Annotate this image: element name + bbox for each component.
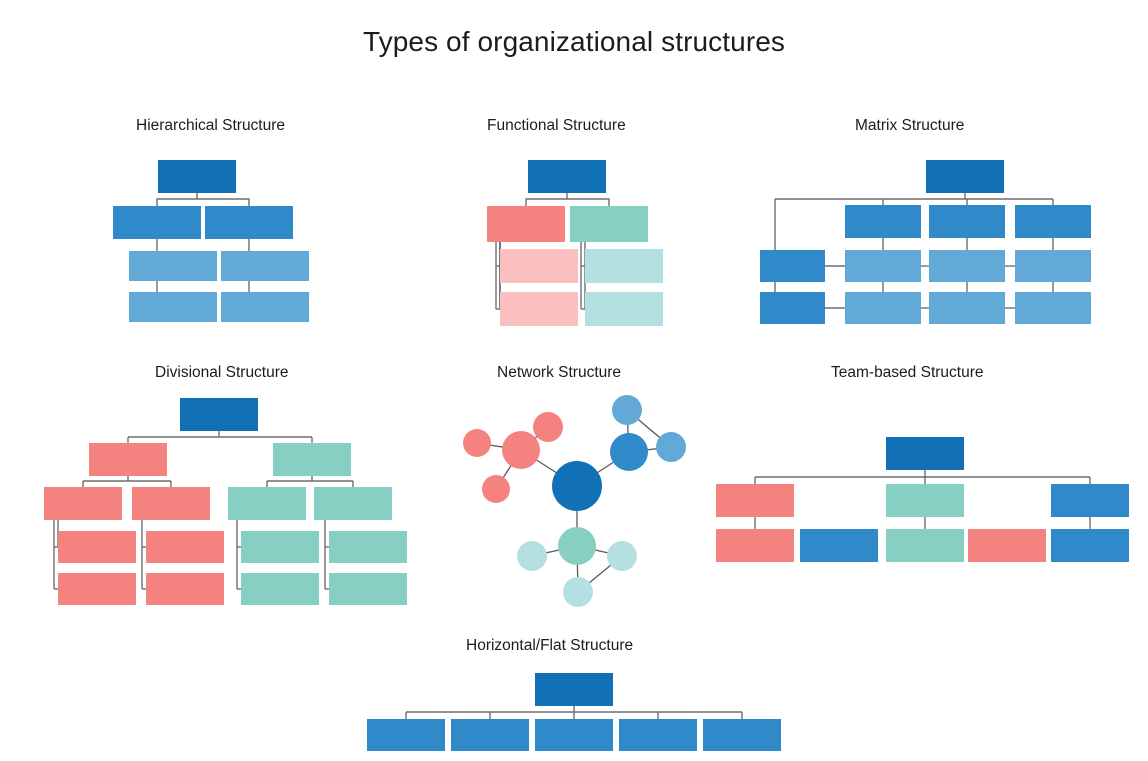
functional-node-l2-b2	[585, 292, 663, 326]
team-based-node-team-b	[886, 484, 964, 517]
section-title-team-based: Team-based Structure	[831, 364, 984, 381]
matrix-node-cell-21	[845, 292, 921, 324]
section-title-hierarchical: Hierarchical Structure	[136, 117, 286, 134]
network-node-leaf-red-1	[463, 429, 491, 457]
divisional-node-div-a	[89, 443, 167, 476]
divisional-node-b-1-y	[241, 573, 319, 605]
team-based-node-root	[886, 437, 964, 470]
section-title-network: Network Structure	[497, 364, 622, 381]
divisional-node-b-1-x	[241, 531, 319, 563]
team-based-node-unit-4	[968, 529, 1046, 562]
matrix-node-row-2	[760, 292, 825, 324]
divisional-node-a-1-x	[58, 531, 136, 563]
network-node-leaf-red-2	[533, 412, 563, 442]
network-node-hub-teal	[558, 527, 596, 565]
page-title: Types of organizational structures	[362, 26, 786, 57]
divisional-node-a-1	[44, 487, 122, 520]
functional-node-l2-a1	[500, 249, 578, 283]
hierarchical-node-root	[158, 160, 236, 193]
functional-node-root	[528, 160, 606, 193]
divisional-node-a-2	[132, 487, 210, 520]
matrix-node-cell-23	[1015, 292, 1091, 324]
network-node-leaf-red-3	[482, 475, 510, 503]
hierarchical-node-l1-b	[205, 206, 293, 239]
functional-node-l1-b	[570, 206, 648, 242]
network-node-leaf-teal-1	[517, 541, 547, 571]
divisional-node-b-2	[314, 487, 392, 520]
matrix-node-cell-13	[1015, 250, 1091, 282]
network-node-leaf-teal-2	[607, 541, 637, 571]
matrix-node-cell-22	[929, 292, 1005, 324]
network-node-leaf-teal-3	[563, 577, 593, 607]
matrix-node-col-1	[845, 205, 921, 238]
hierarchical-node-l1-a	[113, 206, 201, 239]
divisional-node-b-2-x	[329, 531, 407, 563]
divisional-node-root	[180, 398, 258, 431]
matrix-node-cell-12	[929, 250, 1005, 282]
divisional-node-b-1	[228, 487, 306, 520]
horizontal-flat-node-peer-5	[703, 719, 781, 751]
functional-node-l1-a	[487, 206, 565, 242]
divisional-node-div-b	[273, 443, 351, 476]
horizontal-flat-node-peer-3	[535, 719, 613, 751]
section-title-matrix: Matrix Structure	[855, 117, 965, 134]
matrix-node-col-2	[929, 205, 1005, 238]
network-node-leaf-blue-2	[656, 432, 686, 462]
team-based-node-team-c	[1051, 484, 1129, 517]
horizontal-flat-node-peer-4	[619, 719, 697, 751]
divisional-node-a-2-x	[146, 531, 224, 563]
network-node-hub-center	[552, 461, 602, 511]
team-based-node-unit-2	[800, 529, 878, 562]
horizontal-flat-node-root	[535, 673, 613, 706]
hierarchical-node-l2-a1	[129, 251, 217, 281]
matrix-node-cell-11	[845, 250, 921, 282]
network-node-hub-blue	[610, 433, 648, 471]
matrix-node-root	[926, 160, 1004, 193]
divisional-node-a-2-y	[146, 573, 224, 605]
horizontal-flat-node-peer-1	[367, 719, 445, 751]
team-based-node-unit-3	[886, 529, 964, 562]
matrix-node-col-3	[1015, 205, 1091, 238]
team-based-node-team-a	[716, 484, 794, 517]
functional-node-l2-b1	[585, 249, 663, 283]
section-title-functional: Functional Structure	[487, 117, 626, 134]
team-based-node-unit-1	[716, 529, 794, 562]
section-title-horizontal-flat: Horizontal/Flat Structure	[466, 637, 634, 654]
hierarchical-node-l2-b1	[221, 251, 309, 281]
functional-node-l2-a2	[500, 292, 578, 326]
network-node-hub-red	[502, 431, 540, 469]
section-title-divisional: Divisional Structure	[155, 364, 289, 381]
divisional-node-a-1-y	[58, 573, 136, 605]
horizontal-flat-node-peer-2	[451, 719, 529, 751]
team-based-node-unit-5	[1051, 529, 1129, 562]
hierarchical-node-l2-b2	[221, 292, 309, 322]
network-node-leaf-blue-1	[612, 395, 642, 425]
divisional-node-b-2-y	[329, 573, 407, 605]
hierarchical-node-l2-a2	[129, 292, 217, 322]
matrix-node-row-1	[760, 250, 825, 282]
